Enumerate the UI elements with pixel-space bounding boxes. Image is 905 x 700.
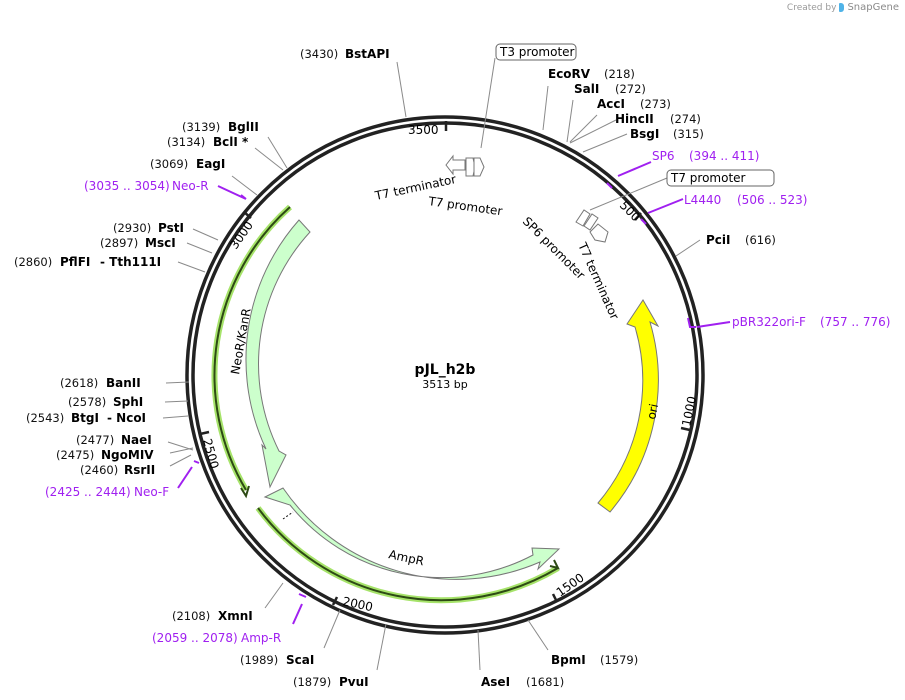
enzyme-leaders <box>162 61 701 671</box>
primer-range: (2059 .. 2078) <box>152 631 238 645</box>
ticks <box>199 121 691 606</box>
primer-pbr322ori-f[interactable]: pBR322ori-F <box>732 315 806 329</box>
enzyme-ncoi[interactable]: - NcoI <box>107 411 146 425</box>
orf-lines <box>211 204 560 604</box>
enzyme-pos: (1681) <box>526 675 564 689</box>
top-small-features <box>445 154 485 177</box>
enzyme-sphi[interactable]: SphI <box>113 395 143 409</box>
enzyme-pos: (1989) <box>240 653 278 667</box>
enzyme-pos: (2618) <box>60 376 98 390</box>
enzyme-pos: (272) <box>615 82 646 96</box>
enzyme-scai[interactable]: ScaI <box>286 653 314 667</box>
neor-kanr-feature[interactable]: NeoR/KanR <box>228 219 311 489</box>
enzyme-banii[interactable]: BanII <box>106 376 141 390</box>
enzyme-pos: (273) <box>640 97 671 111</box>
enzyme-msci[interactable]: MscI <box>145 236 176 250</box>
enzyme-pos: (218) <box>604 67 635 81</box>
enzyme-psti[interactable]: PstI <box>158 221 184 235</box>
plasmid-name: pJL_h2b <box>415 362 476 378</box>
enzyme-pos: (3430) <box>300 47 338 61</box>
ori-feature[interactable]: ori <box>597 299 661 513</box>
primer-range: (2425 .. 2444) <box>45 485 131 499</box>
primer-range: (3035 .. 3054) <box>84 179 170 193</box>
sp6-promoter-arrow-icon <box>575 209 591 227</box>
primer-neo-r[interactable]: Neo-R <box>172 179 209 193</box>
enzyme-ngomiv[interactable]: NgoMIV <box>101 448 154 462</box>
enzyme-pos: (2578) <box>68 395 106 409</box>
enzyme-xmni[interactable]: XmnI <box>218 609 253 623</box>
enzyme-pos: (2460) <box>80 463 118 477</box>
enzyme-bsgi[interactable]: BsgI <box>630 127 659 141</box>
enzyme-pos: (1579) <box>600 653 638 667</box>
primer-sp6[interactable]: SP6 <box>652 149 675 163</box>
primer-amp-r[interactable]: Amp-R <box>241 631 281 645</box>
enzyme-btgi[interactable]: BtgI <box>71 411 99 425</box>
enzyme-sali[interactable]: SalI <box>574 82 599 96</box>
tick-2000: 2000 <box>341 594 374 614</box>
t7-terminator-top-arrow-icon <box>445 154 466 176</box>
enzyme-pos: (2860) <box>14 255 52 269</box>
enzyme-pos: (2897) <box>100 236 138 250</box>
tick-500: 500 <box>617 198 643 224</box>
t7-promoter-top-label: T7 promoter <box>427 194 504 218</box>
t3-promoter-arrow-icon <box>473 157 485 177</box>
enzyme-bpmi[interactable]: BpmI <box>551 653 586 667</box>
primer-range: (506 .. 523) <box>737 193 807 207</box>
enzyme-pos: (1879) <box>293 675 331 689</box>
credit-prefix: Created by <box>786 2 837 13</box>
enzyme-pos: (315) <box>673 127 704 141</box>
enzyme-naei[interactable]: NaeI <box>121 433 152 447</box>
primer-neo-f[interactable]: Neo-F <box>134 485 169 499</box>
ampr-label: AmpR <box>387 547 425 568</box>
enzyme-acci[interactable]: AccI <box>597 97 625 111</box>
snapgene-credit: Created by SnapGene <box>787 2 899 13</box>
snapgene-logo-icon <box>839 3 845 12</box>
tick-3500: 3500 <box>408 123 439 137</box>
t7-promoter-right-arrow-icon <box>583 213 599 231</box>
right-small-features <box>575 209 609 243</box>
t7-terminator-right-arrow-icon <box>589 223 609 243</box>
enzyme-asei[interactable]: AseI <box>481 675 510 689</box>
enzyme-tth111i[interactable]: - Tth111I <box>100 255 161 269</box>
enzyme-pos: (2930) <box>113 221 151 235</box>
enzyme-pos: (2475) <box>56 448 94 462</box>
primer-labels: SP6 (394 .. 411) L4440 (506 .. 523) pBR3… <box>45 149 890 645</box>
enzyme-pos: (3069) <box>150 157 188 171</box>
enzyme-pos: (3139) <box>182 120 220 134</box>
enzyme-pcii[interactable]: PciI <box>706 233 731 247</box>
ori-label: ori <box>644 402 661 420</box>
primer-range: (757 .. 776) <box>820 315 890 329</box>
enzyme-eagi[interactable]: EagI <box>196 157 225 171</box>
enzyme-rsrii[interactable]: RsrII <box>124 463 155 477</box>
plasmid-length: 3513 bp <box>422 378 467 391</box>
primer-range: (394 .. 411) <box>689 149 759 163</box>
enzyme-ecorv[interactable]: EcoRV <box>548 67 591 81</box>
t7-promoter-boxed-label[interactable]: T7 promoter <box>670 171 746 185</box>
enzyme-bstapi[interactable]: BstAPI <box>345 47 390 61</box>
enzyme-pos: (2477) <box>76 433 114 447</box>
enzyme-pvui[interactable]: PvuI <box>339 675 369 689</box>
enzyme-bcli[interactable]: BclI * <box>213 135 249 149</box>
enzyme-hincii[interactable]: HincII <box>615 112 654 126</box>
ampr-feature[interactable]: AmpR <box>263 487 561 580</box>
enzyme-pos: (3134) <box>167 135 205 149</box>
enzyme-pos: (2543) <box>26 411 64 425</box>
enzyme-pos: (616) <box>745 233 776 247</box>
enzyme-labels: (3430) BstAPI EcoRV (218) SalI (272) Acc… <box>14 47 776 689</box>
tick-1000: 1000 <box>679 395 699 428</box>
enzyme-pos: (274) <box>670 112 701 126</box>
enzyme-pos: (2108) <box>172 609 210 623</box>
t3-promoter-label[interactable]: T3 promoter <box>499 45 575 59</box>
enzyme-bglii[interactable]: BglII <box>228 120 259 134</box>
primer-marks <box>177 161 731 625</box>
boxed-features: T3 promoter T7 promoter <box>480 43 775 211</box>
t7-terminator-right-label: T7 terminator <box>575 240 622 322</box>
enzyme-pflfi[interactable]: PflFI <box>60 255 90 269</box>
credit-brand: SnapGene <box>847 2 899 13</box>
primer-l4440[interactable]: L4440 <box>684 193 721 207</box>
